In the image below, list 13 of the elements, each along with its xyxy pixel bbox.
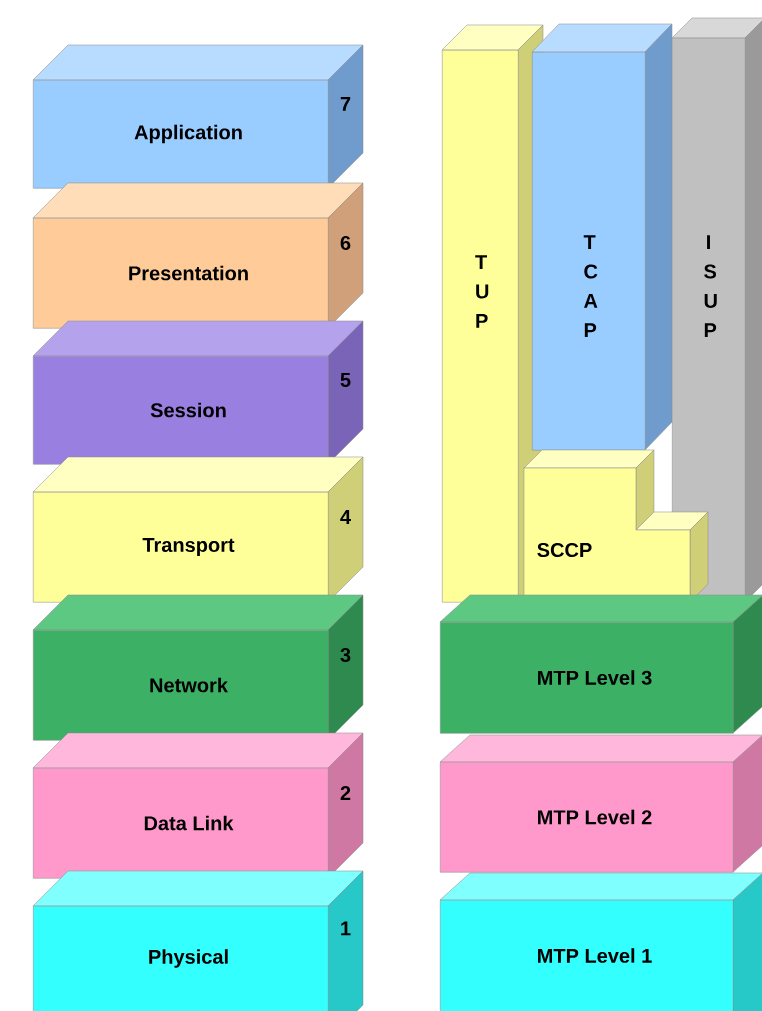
layer-number: 7 [340, 97, 351, 111]
layer-block: MTP Level 1 [439, 872, 762, 1011]
layer-number: 4 [340, 510, 351, 524]
layer-block: MTP Level 2 [439, 734, 762, 873]
layer-block: I S U P [671, 17, 762, 603]
layer-block: SCCP [523, 449, 709, 603]
layer-number: 3 [340, 647, 351, 663]
layer-number: 5 [340, 373, 351, 387]
layer-number: 6 [340, 235, 351, 251]
layer-number: 2 [340, 786, 351, 800]
layer-number: 1 [341, 921, 351, 936]
layer-block: T C A P [531, 23, 673, 451]
layer-block: MTP Level 3 [439, 594, 762, 734]
